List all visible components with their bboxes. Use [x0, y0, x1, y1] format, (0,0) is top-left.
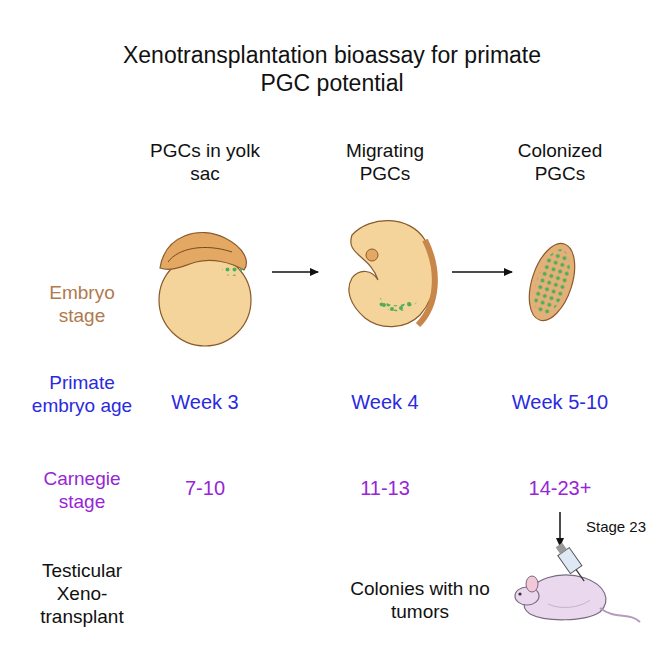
outcome-note: Colonies with no tumors [350, 578, 490, 624]
yolk-sac-embryo [159, 232, 251, 346]
row-label: Testicular Xeno-transplant [30, 560, 134, 628]
stage-arrow [452, 271, 512, 273]
mouse-recipient [515, 541, 640, 622]
embryo-age: Week 3 [145, 390, 265, 414]
transplant-note: Stage 23 [576, 518, 656, 536]
column-header: Colonized PGCs [505, 140, 615, 186]
column-header: PGCs in yolk sac [140, 140, 270, 186]
colonized-gonad [521, 238, 584, 326]
embryo-age: Week 4 [325, 390, 445, 414]
curled-embryo [349, 221, 435, 327]
stage-arrow [272, 271, 318, 273]
column-header: Migrating PGCs [330, 140, 440, 186]
diagram-title: Xenotransplantation bioassay for primate… [122, 42, 542, 97]
embryo-age: Week 5-10 [500, 390, 620, 414]
row-label: Embryo stage [27, 282, 137, 328]
row-label: Carnegie stage [27, 468, 137, 514]
carnegie-stage: 11-13 [325, 476, 445, 500]
carnegie-stage: 7-10 [145, 476, 265, 500]
transplant-arrow [559, 512, 561, 546]
carnegie-stage: 14-23+ [500, 476, 620, 500]
row-label: Primate embryo age [22, 372, 142, 418]
